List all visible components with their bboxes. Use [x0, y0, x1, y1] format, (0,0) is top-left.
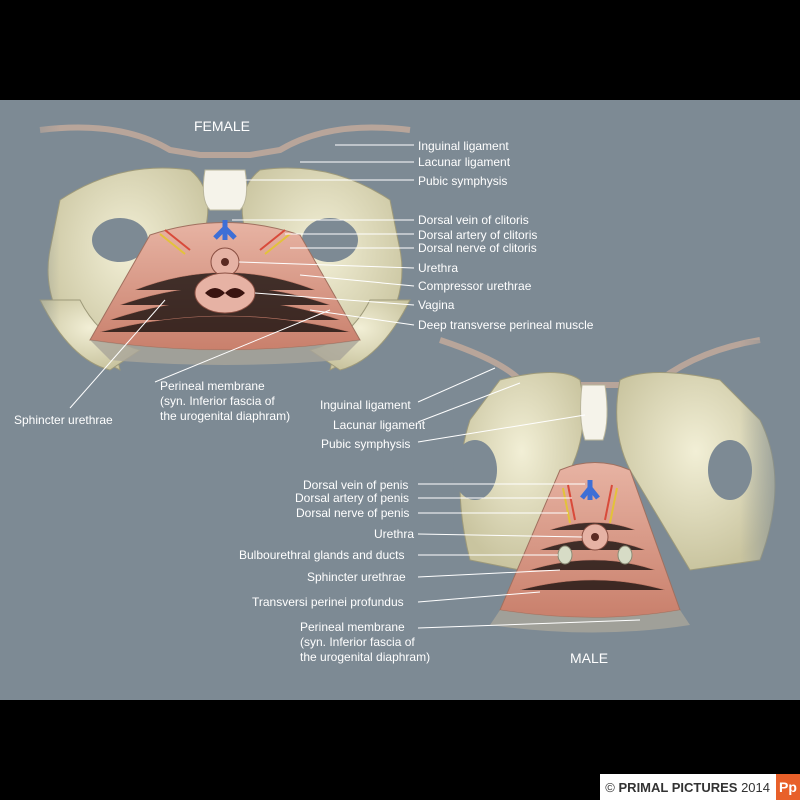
credit-text: © PRIMAL PICTURES 2014	[605, 780, 776, 795]
female-label-pubic-symphysis: Pubic symphysis	[418, 174, 507, 188]
female-label-dorsal-nerve: Dorsal nerve of clitoris	[418, 241, 537, 255]
female-label-urethra: Urethra	[418, 261, 458, 275]
female-dorsal-vein	[213, 220, 237, 240]
male-pelvis	[439, 337, 800, 700]
anatomy-illustration: FEMALE Inguinal ligament Lacunar ligamen…	[0, 100, 800, 700]
female-label-sphincter-urethrae: Sphincter urethrae	[14, 413, 113, 427]
male-label-lacunar-ligament: Lacunar ligament	[333, 418, 426, 432]
female-label-perineal-membrane-1: Perineal membrane	[160, 379, 265, 393]
female-label-perineal-membrane-3: the urogenital diaphram)	[160, 409, 290, 423]
male-label-perineal-membrane-1: Perineal membrane	[300, 620, 405, 634]
male-label-pubic-symphysis: Pubic symphysis	[321, 437, 410, 451]
male-label-dorsal-nerve: Dorsal nerve of penis	[296, 506, 409, 520]
female-pelvis	[0, 100, 411, 440]
male-label-dorsal-artery: Dorsal artery of penis	[295, 491, 409, 505]
primal-pictures-logo-icon: Pp	[776, 774, 800, 800]
female-right-obturator	[302, 218, 358, 262]
credit-badge: © PRIMAL PICTURES 2014 Pp	[600, 774, 800, 800]
copyright-symbol: ©	[605, 779, 615, 795]
male-title: MALE	[570, 650, 608, 666]
male-label-perineal-membrane-2: (syn. Inferior fascia of	[300, 635, 415, 649]
credit-year: 2014	[741, 779, 770, 795]
female-label-lacunar-ligament: Lacunar ligament	[418, 155, 511, 169]
female-label-deep-transverse: Deep transverse perineal muscle	[418, 318, 594, 332]
credit-brand: PRIMAL PICTURES	[618, 779, 738, 795]
female-inguinal-ligament-shape	[39, 124, 411, 158]
female-label-perineal-membrane-2: (syn. Inferior fascia of	[160, 394, 275, 408]
male-pubic-symphysis	[580, 384, 608, 441]
male-label-dorsal-vein: Dorsal vein of penis	[303, 478, 408, 492]
male-label-sphincter-urethrae: Sphincter urethrae	[307, 570, 406, 584]
female-title: FEMALE	[194, 118, 250, 134]
diagram-panel: FEMALE Inguinal ligament Lacunar ligamen…	[0, 100, 800, 700]
female-label-dorsal-artery: Dorsal artery of clitoris	[418, 228, 537, 242]
male-label-perineal-membrane-3: the urogenital diaphram)	[300, 650, 430, 664]
male-label-inguinal-ligament: Inguinal ligament	[320, 398, 411, 412]
male-label-urethra: Urethra	[374, 527, 414, 541]
female-label-vagina: Vagina	[418, 298, 455, 312]
male-dorsal-vein	[580, 480, 600, 500]
male-label-transversi: Transversi perinei profundus	[252, 595, 404, 609]
female-label-inguinal-ligament: Inguinal ligament	[418, 139, 509, 153]
female-pubic-symphysis	[202, 169, 248, 211]
female-label-dorsal-vein: Dorsal vein of clitoris	[418, 213, 529, 227]
male-label-bulbourethral: Bulbourethral glands and ducts	[239, 548, 404, 562]
female-left-obturator	[92, 218, 148, 262]
female-label-compressor-urethrae: Compressor urethrae	[418, 279, 532, 293]
